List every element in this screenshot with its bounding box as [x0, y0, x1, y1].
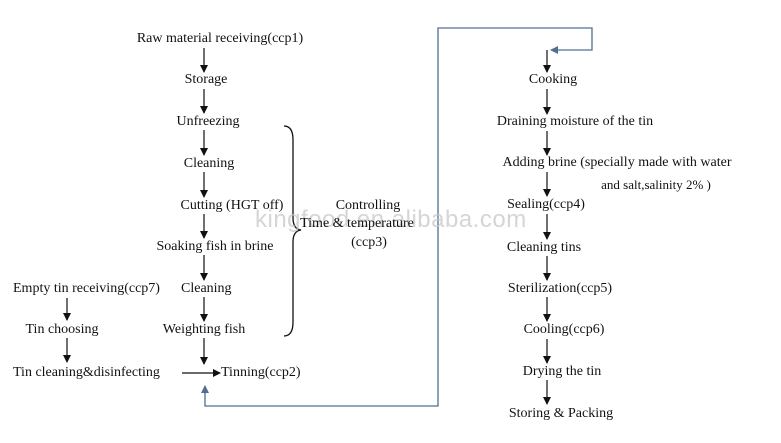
step-soaking-fish: Soaking fish in brine [156, 239, 274, 254]
connector-tinning-to-cooking [204, 27, 593, 407]
watermark-text: kingfood.en.alibaba.com [255, 206, 527, 233]
step-cleaning-2: Cleaning [181, 281, 232, 296]
step-storage: Storage [184, 72, 228, 87]
step-tin-choosing: Tin choosing [25, 322, 99, 337]
step-drying-the-tin: Drying the tin [522, 364, 602, 379]
step-raw-material-receiving: Raw material receiving(ccp1) [136, 31, 304, 46]
note-time-temperature: Time & temperature [300, 216, 414, 231]
step-cooling: Cooling(ccp6) [523, 322, 605, 337]
step-tin-cleaning-disinfecting: Tin cleaning&disinfecting [13, 365, 160, 380]
step-cleaning-tins: Cleaning tins [506, 240, 582, 255]
grouping-brace [283, 125, 302, 337]
step-cutting: Cutting (HGT off) [180, 198, 284, 213]
step-adding-brine: Adding brine (specially made with water [502, 155, 732, 170]
step-weighting-fish: Weighting fish [162, 322, 246, 337]
step-adding-brine-detail: and salt,salinity 2% ) [601, 177, 711, 192]
step-cooking: Cooking [528, 72, 578, 87]
step-storing-packing: Storing & Packing [508, 406, 614, 421]
step-cleaning-1: Cleaning [183, 156, 235, 171]
note-controlling: Controlling [335, 198, 401, 213]
step-draining-moisture: Draining moisture of the tin [496, 114, 654, 129]
step-sealing: Sealing(ccp4) [507, 197, 585, 212]
step-sterilization: Sterilization(ccp5) [507, 281, 613, 296]
step-tinning: Tinning(ccp2) [221, 365, 301, 380]
step-empty-tin-receiving: Empty tin receiving(ccp7) [13, 281, 160, 296]
step-unfreezing: Unfreezing [176, 114, 240, 129]
note-ccp3: (ccp3) [351, 235, 387, 250]
